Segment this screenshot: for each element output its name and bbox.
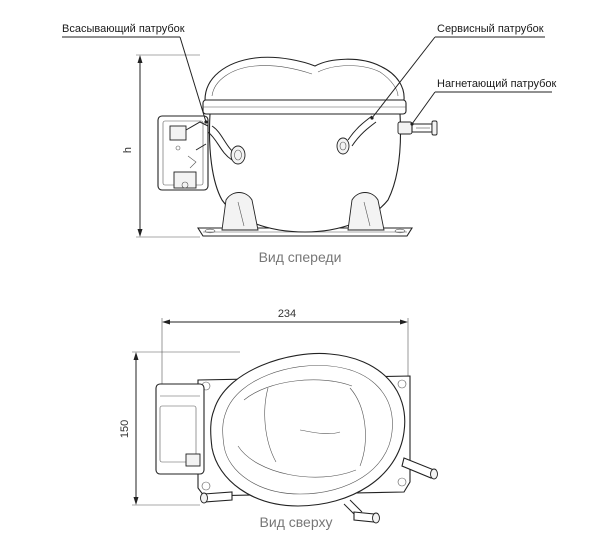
- top-view: 234 150: [119, 308, 438, 530]
- callout-leaders: [62, 36, 552, 126]
- top-shell: [210, 352, 406, 507]
- top-terminal-box: [155, 383, 205, 475]
- compressor-shell: [202, 56, 407, 234]
- width-dimension-label: 234: [278, 308, 296, 320]
- discharge-tube: [397, 120, 438, 136]
- discharge-port-label: Нагнетающий патрубок: [437, 78, 556, 90]
- service-port-label: Сервисный патрубок: [437, 23, 544, 35]
- front-view: h: [62, 23, 556, 265]
- depth-dimension-label: 150: [119, 420, 131, 438]
- width-dimension: 234: [161, 308, 409, 384]
- height-label: h: [122, 147, 134, 153]
- front-view-caption: Вид спереди: [259, 249, 342, 265]
- height-dimension: h: [122, 54, 200, 238]
- terminal-relay-box: [157, 115, 209, 191]
- service-tube: [336, 115, 377, 155]
- top-view-caption: Вид сверху: [260, 514, 333, 530]
- top-tubes: [200, 457, 438, 524]
- suction-tube: [207, 125, 246, 165]
- depth-dimension: 150: [119, 351, 240, 506]
- suction-port-label: Всасывающий патрубок: [62, 23, 185, 35]
